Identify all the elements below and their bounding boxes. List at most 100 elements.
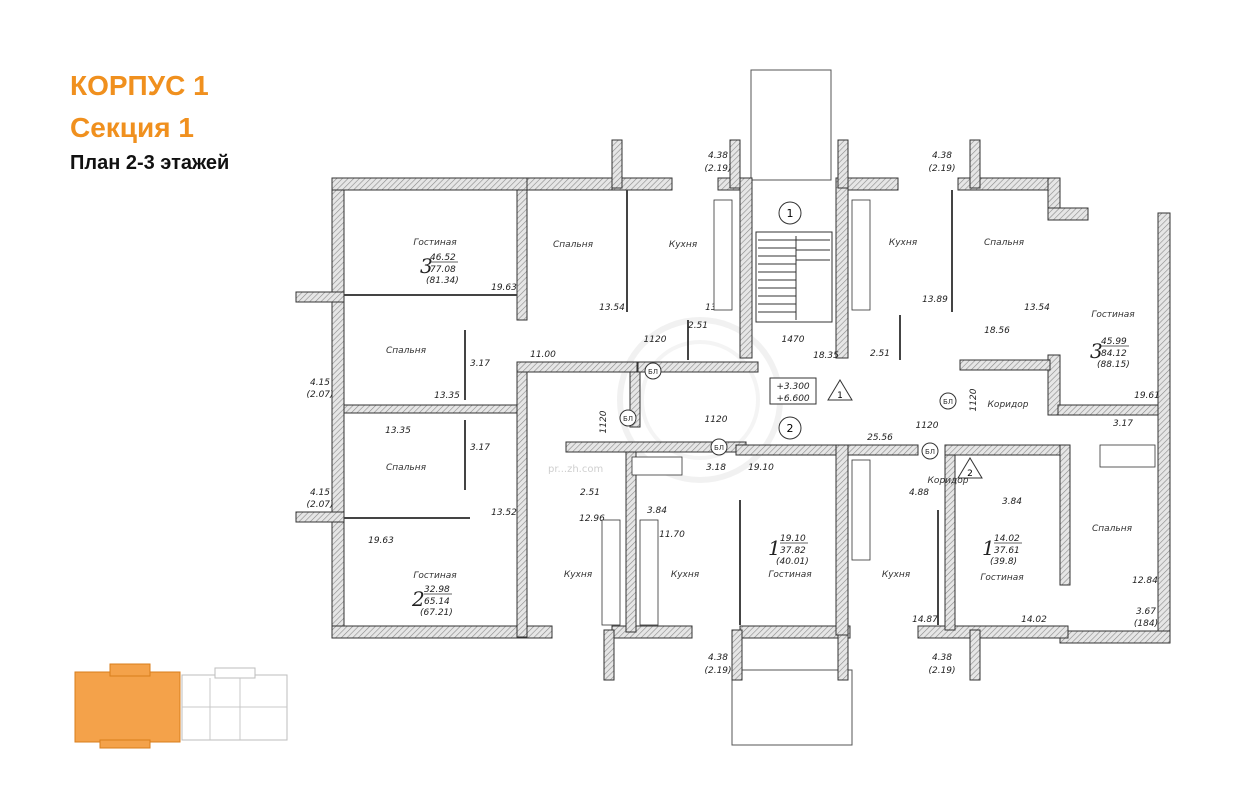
svg-text:65.14: 65.14 [424,597,450,607]
dimensions: 1120 1120 1120 1120 1120 [599,335,979,433]
svg-text:4.88: 4.88 [909,488,929,498]
svg-text:1470: 1470 [782,335,805,345]
room-labels: Гостиная Спальня Кухня Спальня Спальня Г… [386,238,1135,583]
svg-text:(67.21): (67.21) [420,608,453,618]
svg-text:Спальня: Спальня [984,238,1025,248]
section-location-thumbnail [74,663,288,749]
svg-text:(2.07): (2.07) [306,500,333,510]
section-mark-2: 2 [957,457,983,479]
svg-text:14.02: 14.02 [994,534,1020,544]
svg-text:12.96: 12.96 [579,514,605,524]
svg-text:3.84: 3.84 [1002,497,1022,507]
svg-text:14.02: 14.02 [1021,615,1047,625]
partitions [344,190,953,625]
svg-text:(2.07): (2.07) [306,390,333,400]
svg-text:1120: 1120 [644,335,667,345]
svg-text:77.08: 77.08 [430,265,456,275]
svg-text:БЛ: БЛ [714,444,724,452]
svg-text:37.61: 37.61 [994,546,1020,556]
kitchen-fixtures [601,199,1156,626]
svg-text:Гостиная: Гостиная [413,571,457,581]
svg-text:2: 2 [787,422,794,435]
svg-text:13.54: 13.54 [1024,303,1050,313]
svg-text:11.70: 11.70 [659,530,685,540]
section-title: Секция 1 [70,112,194,143]
svg-text:1: 1 [837,391,843,401]
svg-text:13.35: 13.35 [385,426,411,436]
apartment-label-4: 1 19.10 37.82 (40.01) [768,534,809,567]
svg-text:1: 1 [982,536,995,560]
staircase [755,231,833,323]
svg-text:19.61: 19.61 [1134,391,1160,401]
svg-text:1: 1 [787,207,794,220]
apartment-label-1: 3 46.52 77.08 (81.34) [420,253,459,286]
svg-text:4.38: 4.38 [932,653,952,663]
apartment-doors: БЛ БЛ БЛ БЛ БЛ [619,362,957,460]
svg-text:19.63: 19.63 [368,536,394,546]
building-title: КОРПУС 1 [70,70,209,101]
svg-text:Гостиная: Гостиная [768,570,812,580]
svg-text:Кухня: Кухня [671,570,700,580]
svg-text:БЛ: БЛ [648,368,658,376]
svg-text:13.52: 13.52 [491,508,517,518]
svg-text:4.38: 4.38 [708,653,728,663]
svg-text:3.17: 3.17 [1113,419,1133,429]
svg-text:Спальня: Спальня [553,240,594,250]
svg-text:3.67: 3.67 [1136,607,1156,617]
stair-extensions [731,69,853,746]
svg-text:Кухня: Кухня [882,570,911,580]
svg-text:18.35: 18.35 [813,351,839,361]
apartment-label-5: 1 14.02 37.61 (39.8) [982,534,1022,567]
stair-marker-2: 2 [778,416,802,440]
svg-text:84.12: 84.12 [1101,349,1127,359]
svg-text:25.56: 25.56 [867,433,893,443]
svg-text:Кухня: Кухня [564,570,593,580]
svg-text:37.82: 37.82 [780,546,806,556]
svg-text:3: 3 [1090,339,1103,363]
svg-text:(184): (184) [1134,619,1158,629]
svg-text:3.18: 3.18 [706,463,726,473]
room-areas: 19.63 13.54 13.88 2.51 11.00 3.17 13.35 … [368,283,1160,625]
section-mark-1: 1 [827,379,853,401]
svg-text:19.10: 19.10 [780,534,806,544]
svg-text:13.35: 13.35 [434,391,460,401]
svg-text:Кухня: Кухня [889,238,918,248]
svg-text:4.15: 4.15 [310,378,330,388]
interior-walls [343,189,1159,638]
svg-text:46.52: 46.52 [430,253,456,263]
svg-text:(2.19): (2.19) [704,666,731,676]
svg-text:3: 3 [420,254,433,278]
svg-text:Гостиная: Гостиная [980,573,1024,583]
svg-text:4.38: 4.38 [932,151,952,161]
svg-text:13.89: 13.89 [922,295,948,305]
svg-text:Гостиная: Гостиная [1091,310,1135,320]
svg-text:19.10: 19.10 [748,463,774,473]
svg-text:2.51: 2.51 [580,488,600,498]
svg-text:(2.19): (2.19) [928,666,955,676]
svg-text:32.98: 32.98 [424,585,450,595]
svg-text:1: 1 [768,536,781,560]
svg-text:+6.600: +6.600 [776,394,810,404]
svg-text:Коридор: Коридор [988,400,1029,410]
svg-text:Спальня: Спальня [386,346,427,356]
svg-text:1120: 1120 [916,421,939,431]
svg-text:(81.34): (81.34) [426,276,459,286]
svg-text:БЛ: БЛ [925,448,935,456]
svg-text:1120: 1120 [599,410,609,433]
svg-text:3.17: 3.17 [470,359,490,369]
svg-text:БЛ: БЛ [943,398,953,406]
svg-text:Гостиная: Гостиная [413,238,457,248]
svg-text:(2.19): (2.19) [928,164,955,174]
svg-text:Спальня: Спальня [386,463,427,473]
svg-text:(88.15): (88.15) [1097,360,1130,370]
balcony-areas: 4.38 (2.19) 4.38 (2.19) 4.15 (2.07) 4.15… [306,151,1158,676]
svg-text:1120: 1120 [969,388,979,411]
svg-text:Кухня: Кухня [669,240,698,250]
svg-text:2.51: 2.51 [688,321,708,331]
svg-text:(40.01): (40.01) [776,557,809,567]
svg-text:4.38: 4.38 [708,151,728,161]
svg-text:45.99: 45.99 [1101,337,1127,347]
svg-text:Спальня: Спальня [1092,524,1133,534]
svg-text:11.00: 11.00 [530,350,556,360]
